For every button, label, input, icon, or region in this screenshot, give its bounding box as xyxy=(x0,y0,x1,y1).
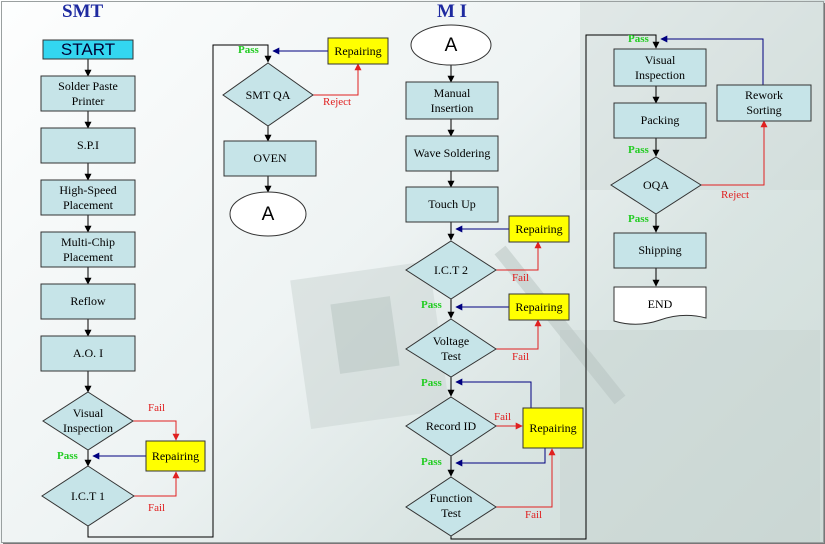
ict1-decision xyxy=(41,465,135,527)
aoi-box xyxy=(40,335,136,372)
repairing-box-smtqa xyxy=(327,37,389,65)
oqa-decision xyxy=(610,156,702,215)
arrow-ict1-fail-to-repair xyxy=(134,471,180,497)
connector-a-start xyxy=(410,24,492,66)
start-node xyxy=(42,39,134,60)
edge-label-fail: Fail xyxy=(525,509,543,521)
end-document-shape xyxy=(613,286,707,325)
nodes xyxy=(40,24,812,537)
packing-box xyxy=(613,102,707,139)
record-id-decision xyxy=(405,396,497,457)
smt-heading: SMT xyxy=(62,1,104,22)
visual-inspection-decision xyxy=(42,391,134,451)
edge-label-pass: Pass xyxy=(628,33,649,45)
line-function-to-final-inspection xyxy=(450,34,660,540)
edge-label-pass: Pass xyxy=(628,213,649,225)
repairing-box-smt xyxy=(145,440,206,472)
arrow-oqa-reject-to-rework xyxy=(701,120,768,186)
edge-label-fail: Fail xyxy=(494,411,512,423)
edge-label-fail: Fail xyxy=(512,351,530,363)
touch-up-box xyxy=(405,186,499,223)
arrow-repair-pass-to-function xyxy=(455,448,546,467)
function-test-decision xyxy=(405,476,497,537)
ict2-decision xyxy=(405,240,497,300)
solder-paste-printer-box xyxy=(40,75,136,112)
spi-box xyxy=(40,127,136,164)
arrow-function-fail-to-repair xyxy=(496,448,556,508)
edge-label-pass: Pass xyxy=(238,44,259,56)
edge-label-reject: Reject xyxy=(721,189,750,201)
repairing-box-recordid xyxy=(522,407,584,449)
manual-insertion-box xyxy=(405,81,499,120)
shipping-box xyxy=(613,232,707,269)
edge-label-fail: Fail xyxy=(148,402,166,414)
edge-label-pass: Pass xyxy=(421,456,442,468)
connector-a-end xyxy=(229,191,307,237)
edge-label-fail: Fail xyxy=(148,502,166,514)
visual-inspection-final-box xyxy=(613,48,707,87)
repairing-box-voltage xyxy=(508,293,570,321)
repairing-box-ict2 xyxy=(508,215,570,243)
reflow-box xyxy=(40,283,136,320)
multi-chip-placement-box xyxy=(40,231,136,268)
arrow-voltage-fail-to-repair xyxy=(496,319,542,350)
arrow-repair-pass-to-recordid xyxy=(455,378,532,408)
mi-heading: M I xyxy=(437,1,468,22)
arrow-smtqa-reject-to-repair xyxy=(313,63,362,96)
line-ict1-to-smtqa xyxy=(87,44,272,538)
arrow-visual-fail-to-repair xyxy=(133,420,180,441)
edge-label-reject: Reject xyxy=(323,96,352,108)
arrow-ict2-fail-to-repair xyxy=(496,241,542,271)
smt-qa-decision xyxy=(222,62,314,127)
edge-label-pass: Pass xyxy=(421,377,442,389)
oven-box xyxy=(223,140,317,177)
voltage-test-decision xyxy=(405,318,497,378)
wave-soldering-box xyxy=(405,135,499,172)
arrow-rework-to-inspection xyxy=(660,35,764,85)
edge-label-pass: Pass xyxy=(628,144,649,156)
edge-label-pass: Pass xyxy=(421,299,442,311)
connectors xyxy=(84,34,768,540)
edge-label-fail: Fail xyxy=(512,272,530,284)
edge-label-pass: Pass xyxy=(57,450,78,462)
high-speed-placement-box xyxy=(40,179,136,216)
rework-sorting-box xyxy=(716,84,812,122)
